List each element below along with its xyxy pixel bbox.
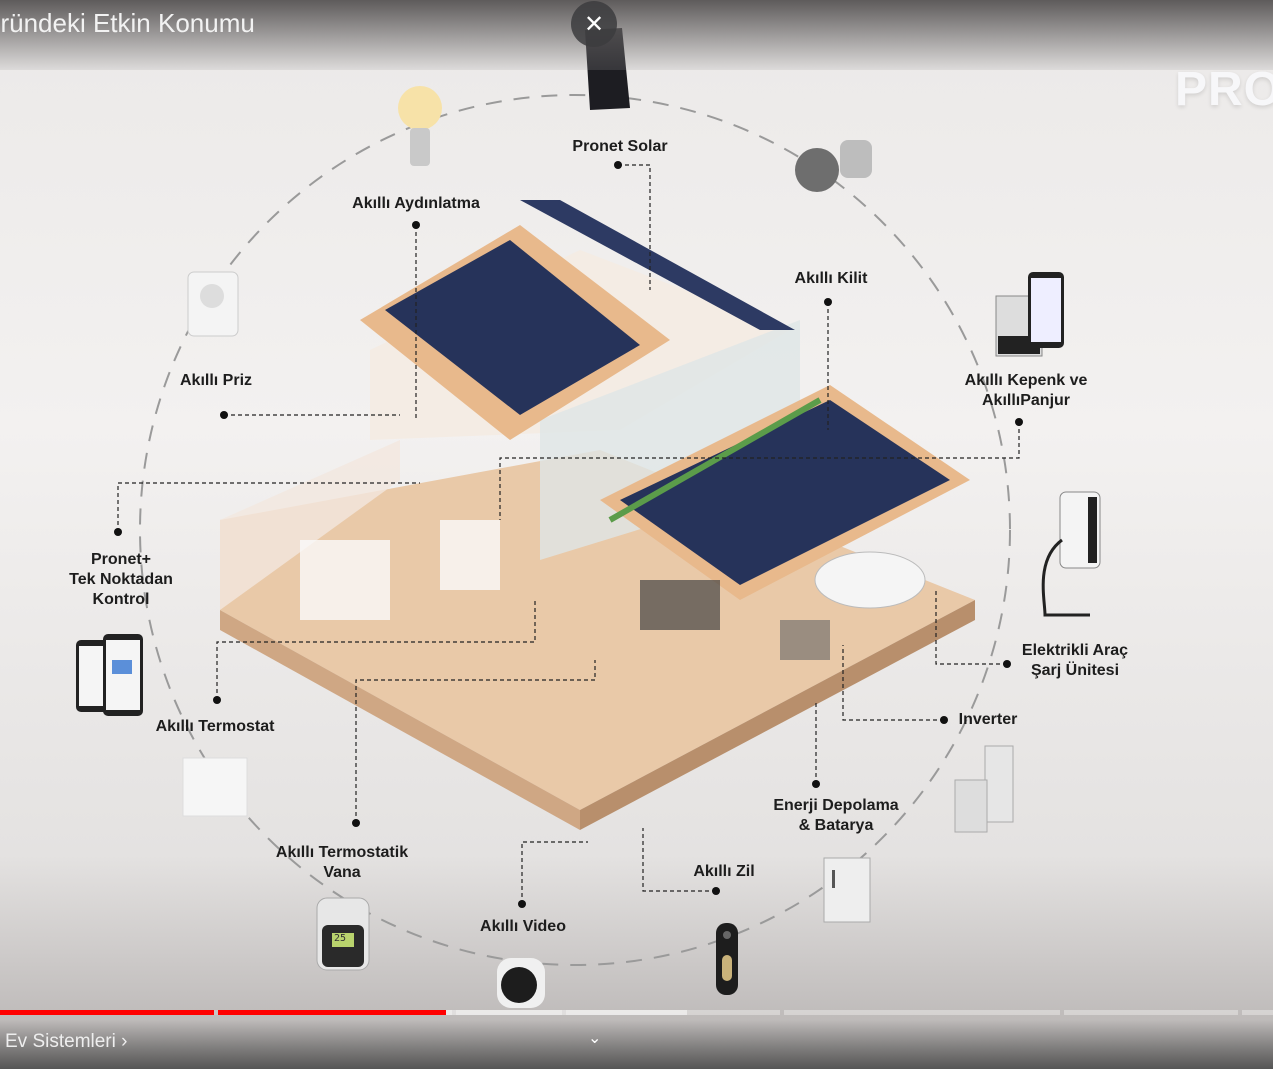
marker-dot <box>114 528 122 536</box>
thermostatic-valve-icon <box>316 897 370 971</box>
progress-bar[interactable] <box>0 1010 1273 1015</box>
chevron-down-icon[interactable]: ⌄ <box>588 1030 602 1047</box>
thermostat-device-icon <box>182 757 248 817</box>
marker-dot <box>940 716 948 724</box>
chapter-title-button[interactable]: Ev Sistemleri › <box>5 1031 128 1052</box>
bottom-overlay <box>0 1020 1273 1069</box>
dashed-orbit <box>139 94 1011 966</box>
top-overlay <box>0 0 1273 70</box>
label-smart-shutter: Akıllı Kepenk ve AkıllıPanjur <box>965 371 1088 411</box>
label-line: Enerji Depolama <box>773 797 899 814</box>
label-inverter: Inverter <box>958 711 1018 728</box>
chapter-gap <box>214 1010 218 1015</box>
label-line: Akıllı Kepenk ve <box>964 372 1088 389</box>
chapter-segment[interactable] <box>784 1010 1060 1015</box>
marker-dot <box>812 780 820 788</box>
camera-icon <box>497 958 545 1008</box>
label-line: AkıllıPanjur <box>981 392 1071 409</box>
label-smart-lock: Akıllı Kilit <box>794 270 868 287</box>
doorbell-icon <box>716 923 738 995</box>
ev-charger-icon <box>1041 491 1101 617</box>
label-energy-storage: Enerji Depolama & Batarya <box>773 796 898 836</box>
label-pronet-solar: Pronet Solar <box>572 138 668 155</box>
label-line: Vana <box>323 864 361 881</box>
label-line: Kontrol <box>92 591 150 608</box>
label-line: Tek Noktadan <box>69 571 173 588</box>
house-illustration <box>220 200 975 830</box>
inverter-icon <box>954 745 1014 833</box>
marker-dot <box>213 696 221 704</box>
smart-lock-icon <box>795 140 872 192</box>
close-button[interactable]: ✕ <box>571 1 617 47</box>
chapter-segment[interactable] <box>1064 1010 1238 1015</box>
light-bulb-icon <box>398 86 442 166</box>
phones-icon <box>76 634 143 716</box>
shutter-phone-icon <box>995 272 1064 357</box>
label-smart-thermostat: Akıllı Termostat <box>155 718 275 735</box>
label-line: Pronet+ <box>90 551 152 568</box>
battery-icon <box>823 857 871 923</box>
marker-dot <box>518 900 526 908</box>
marker-dot <box>824 298 832 306</box>
marker-dot <box>352 819 360 827</box>
marker-dot <box>1015 418 1023 426</box>
marker-dot <box>220 411 228 419</box>
label-line: Şarj Ünitesi <box>1030 662 1120 679</box>
marker-dot <box>412 221 420 229</box>
brand-watermark: PRO <box>1175 63 1273 116</box>
label-line: Akıllı Termostatik <box>275 844 409 861</box>
label-smart-lighting: Akıllı Aydınlatma <box>352 195 480 212</box>
video-title[interactable]: öründeki Etkin Konumu <box>0 8 255 38</box>
label-line: & Batarya <box>798 817 874 834</box>
chapter-segment[interactable] <box>1242 1010 1273 1015</box>
label-smart-doorbell: Akıllı Zil <box>693 863 755 880</box>
marker-dot <box>1003 660 1011 668</box>
leader-lines <box>117 164 1020 904</box>
marker-dot <box>614 161 622 169</box>
marker-dot <box>712 887 720 895</box>
valve-display-value: 25 <box>334 933 347 944</box>
smart-plug-icon <box>187 271 239 337</box>
label-smart-video: Akıllı Video <box>480 918 566 935</box>
label-line: Elektrikli Araç <box>1021 642 1129 659</box>
played-bar <box>0 1010 446 1015</box>
label-smart-plug: Akıllı Priz <box>179 372 253 389</box>
